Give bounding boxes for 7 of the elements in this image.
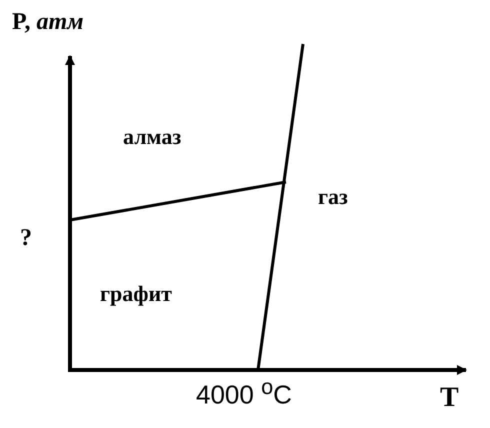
tick-label: 4000 $^{o}$C	[196, 376, 292, 408]
axis-label: T	[440, 384, 459, 412]
axis-value: ?	[20, 226, 32, 250]
region-label: алмаз	[123, 126, 182, 148]
region-label: графит	[100, 283, 172, 305]
axis-label: P, атм	[12, 10, 84, 34]
region-label: газ	[318, 186, 348, 208]
